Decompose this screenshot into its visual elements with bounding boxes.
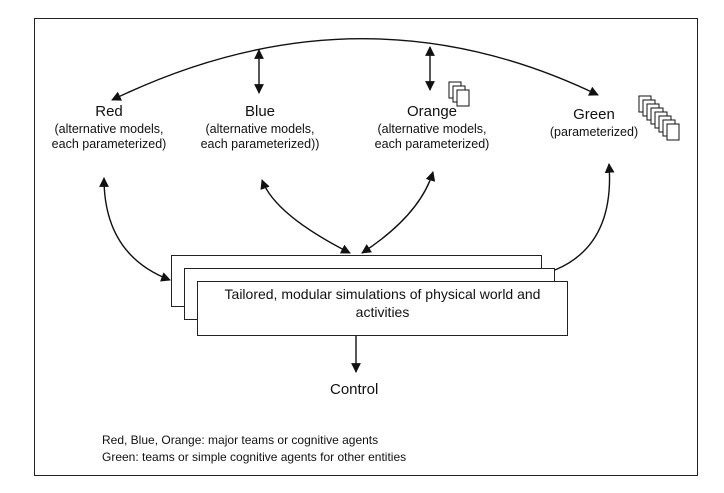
legend-line2: Green: teams or simple cognitive agents … [102,449,407,464]
legend: Red, Blue, Orange: major teams or cognit… [102,432,406,466]
simulation-card: Tailored, modular simulations of physica… [197,281,568,336]
node-red-title: Red [95,103,123,120]
legend-line1: Red, Blue, Orange: major teams or cognit… [102,433,379,447]
simulation-line1: Tailored, modular simulations of physica… [224,286,541,302]
node-blue-line1: (alternative models, [205,121,315,136]
node-red-line2: each parameterized) [51,137,167,152]
node-orange: Orange (alternative models, each paramet… [362,103,502,153]
node-red: Red (alternative models, each parameteri… [38,103,180,153]
simulation-line2: activities [355,303,410,320]
node-blue-title: Blue [244,103,276,120]
node-orange-line2: each parameterized) [374,137,490,152]
node-green: Green (parameterized) [542,106,646,140]
node-blue: Blue (alternative models, each parameter… [190,103,330,153]
control-label: Control [330,381,379,398]
node-green-title: Green [573,106,615,123]
node-red-line1: (alternative models, [54,121,164,136]
diagram-frame [34,18,698,476]
node-orange-title: Orange [406,103,458,120]
node-blue-line2: each parameterized)) [200,137,320,152]
node-green-line1: (parameterized) [549,124,639,139]
node-orange-line1: (alternative models, [377,121,487,136]
